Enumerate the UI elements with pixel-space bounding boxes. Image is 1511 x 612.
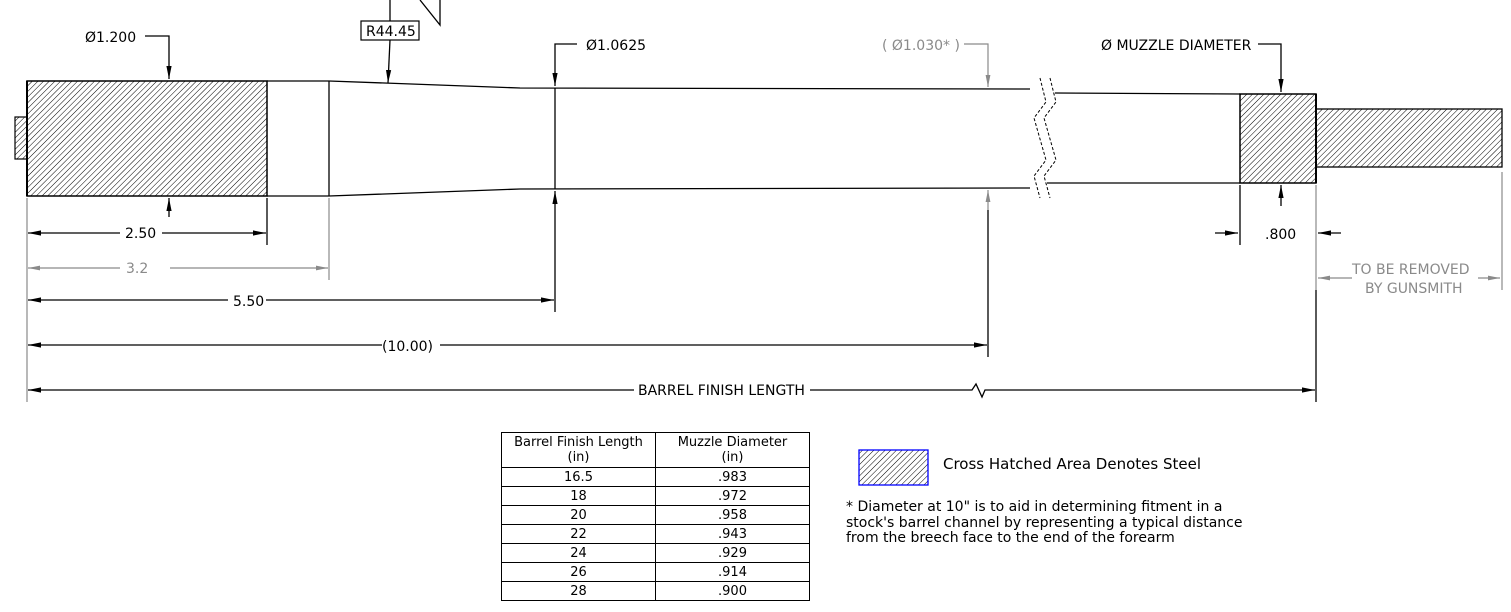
removable-extension <box>1315 108 1503 168</box>
table-row: 24.929 <box>501 543 810 563</box>
barrel-length-table: Barrel Finish Length (in) Muzzle Diamete… <box>501 432 810 601</box>
table-row: 26.914 <box>501 562 810 582</box>
dimension-10-00: (10.00) <box>28 339 987 355</box>
column-header-diameter: Muzzle Diameter (in) <box>655 432 810 468</box>
dimension-2-50-label: 2.50 <box>125 226 156 242</box>
muzzle-steel-section <box>1239 93 1317 184</box>
table-row: 18.972 <box>501 486 810 506</box>
barrel-finish-length-label: BARREL FINISH LENGTH <box>638 383 805 399</box>
cell-diameter: .914 <box>655 562 810 582</box>
shank-section <box>267 80 330 197</box>
callout-diameter-1-0625: Ø1.0625 <box>552 38 646 210</box>
cell-diameter: .943 <box>655 524 810 544</box>
cell-diameter: .972 <box>655 486 810 506</box>
cell-length: 18 <box>501 486 656 506</box>
dimension-10-00-label: (10.00) <box>382 339 433 355</box>
hatch-legend-swatch <box>858 449 929 486</box>
dimension-muzzle-length: .800 <box>1215 227 1341 243</box>
breech-nub <box>14 116 28 160</box>
to-be-removed-line2: BY GUNSMITH <box>1365 281 1463 297</box>
callout-radius: R44.45 <box>360 20 420 84</box>
table-row: 16.5.983 <box>501 467 810 487</box>
dimension-5-50-label: 5.50 <box>233 294 264 310</box>
hatch-legend-label: Cross Hatched Area Denotes Steel <box>943 455 1201 473</box>
table-header-row: Barrel Finish Length (in) Muzzle Diamete… <box>501 432 810 468</box>
table-row: 28.900 <box>501 581 810 601</box>
barrel-after-break <box>1047 92 1241 184</box>
cell-diameter: .929 <box>655 543 810 563</box>
cell-length: 28 <box>501 581 656 601</box>
footnote-line: from the breech face to the end of the f… <box>846 530 1175 546</box>
footnote-line: * Diameter at 10" is to aid in determini… <box>846 499 1223 515</box>
dimension-2-50: 2.50 <box>28 226 266 242</box>
to-be-removed-line1: TO BE REMOVED <box>1351 262 1470 278</box>
callout-muzzle-diameter: Ø MUZZLE DIAMETER <box>1101 38 1284 206</box>
breech-steel-section <box>26 80 268 197</box>
footnote-line: stock's barrel channel by representing a… <box>846 514 1243 531</box>
cell-length: 22 <box>501 524 656 544</box>
breech-diameter-label: Ø1.200 <box>85 30 136 46</box>
diameter-1-0625-label: Ø1.0625 <box>586 38 646 54</box>
cell-length: 16.5 <box>501 467 656 487</box>
break-symbol <box>1033 77 1057 199</box>
dimension-3-2: 3.2 <box>28 261 328 277</box>
cell-length: 24 <box>501 543 656 563</box>
column-header-length: Barrel Finish Length (in) <box>501 432 656 468</box>
footnote: * Diameter at 10" is to aid in determini… <box>846 499 1316 547</box>
dimension-3-2-label: 3.2 <box>126 261 148 277</box>
dimension-barrel-finish-length: BARREL FINISH LENGTH <box>28 382 1315 399</box>
partial-view-top <box>389 0 441 27</box>
table-row: 22.943 <box>501 524 810 544</box>
muzzle-length-label: .800 <box>1265 227 1296 243</box>
reference-diameter-label: ( Ø1.030* ) <box>882 38 960 54</box>
cell-diameter: .900 <box>655 581 810 601</box>
extension-lines <box>26 172 1503 402</box>
dimension-to-be-removed: TO BE REMOVED BY GUNSMITH <box>1318 262 1500 297</box>
callout-breech-diameter: Ø1.200 <box>85 30 172 217</box>
cell-diameter: .983 <box>655 467 810 487</box>
cell-length: 20 <box>501 505 656 525</box>
dimension-5-50: 5.50 <box>28 294 554 310</box>
cell-diameter: .958 <box>655 505 810 525</box>
radius-label: R44.45 <box>366 24 416 40</box>
callout-reference-diameter: ( Ø1.030* ) <box>882 38 991 210</box>
muzzle-diameter-label: Ø MUZZLE DIAMETER <box>1101 38 1252 54</box>
cell-length: 26 <box>501 562 656 582</box>
barrel-taper <box>328 80 1031 197</box>
table-row: 20.958 <box>501 505 810 525</box>
